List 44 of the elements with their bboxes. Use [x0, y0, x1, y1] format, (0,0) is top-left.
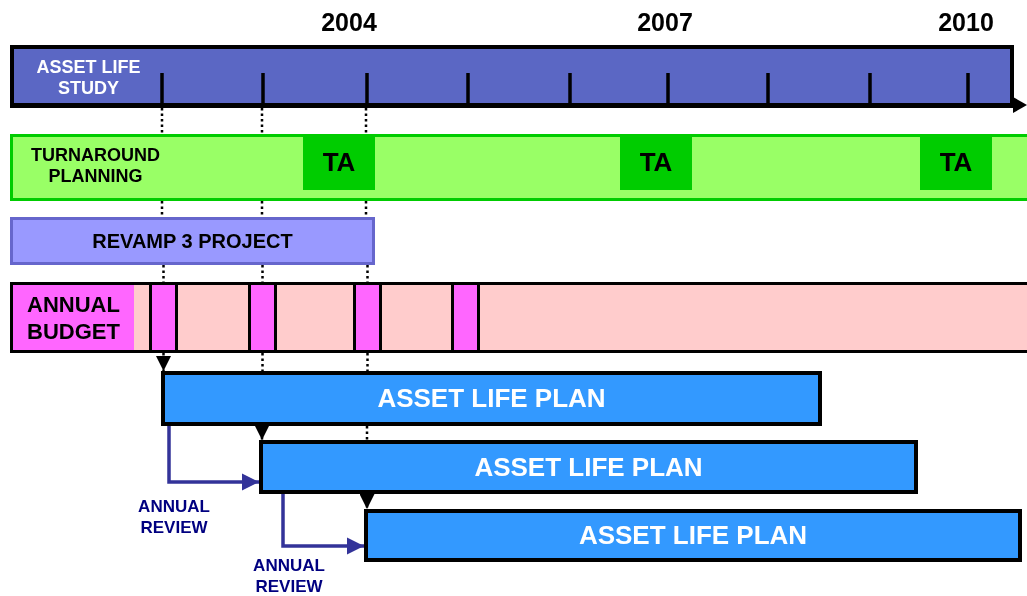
- timeline-band: [10, 134, 1027, 201]
- plan-bar: [161, 371, 822, 426]
- band-label: ASSET LIFE PLAN: [377, 383, 606, 414]
- dotted-connector: [160, 108, 164, 134]
- review-arrow: [167, 426, 259, 491]
- year-label: 2007: [637, 8, 693, 37]
- timeline-band: [10, 45, 1014, 108]
- dotted-connector: [366, 265, 369, 282]
- year-label: 2010: [938, 8, 994, 37]
- plan-bar: [259, 440, 918, 494]
- band-label: ANNUAL BUDGET: [13, 285, 134, 350]
- dotted-connector: [260, 108, 264, 134]
- dotted-connector: [261, 353, 264, 371]
- band-label: ASSET LIFE STUDY: [35, 57, 142, 99]
- dotted-connector: [254, 425, 270, 440]
- band-label: REVAMP 3 PROJECT: [92, 229, 293, 253]
- band-label: TA: [639, 146, 673, 178]
- budget-marker-bar: [451, 282, 480, 353]
- band-label: ASSET LIFE PLAN: [578, 520, 808, 551]
- dotted-connector: [261, 265, 264, 282]
- dotted-connector: [364, 201, 368, 217]
- budget-marker-bar: [149, 282, 178, 353]
- turnaround-block: [303, 134, 375, 190]
- dotted-connector: [156, 353, 171, 371]
- budget-marker-bar: [248, 282, 277, 353]
- turnaround-block: [920, 134, 992, 190]
- year-label: 2004: [321, 8, 377, 37]
- turnaround-block: [620, 134, 692, 190]
- band-label: ASSET LIFE PLAN: [474, 451, 703, 483]
- band-label: TA: [322, 146, 356, 178]
- timeline-band: [10, 282, 1027, 353]
- band-label: TURNAROUND PLANNING: [30, 145, 161, 187]
- dotted-connector: [365, 426, 369, 440]
- review-arrow: [281, 494, 364, 555]
- dotted-connector: [366, 353, 369, 371]
- dotted-connector: [162, 265, 165, 282]
- budget-marker-bar: [353, 282, 382, 353]
- project-bar: [10, 217, 375, 265]
- band-label: TA: [939, 146, 973, 178]
- dotted-connector: [359, 494, 375, 509]
- dotted-connector: [260, 201, 264, 217]
- dotted-connector: [160, 201, 164, 217]
- plan-bar: [364, 509, 1022, 562]
- dotted-connector: [364, 108, 368, 134]
